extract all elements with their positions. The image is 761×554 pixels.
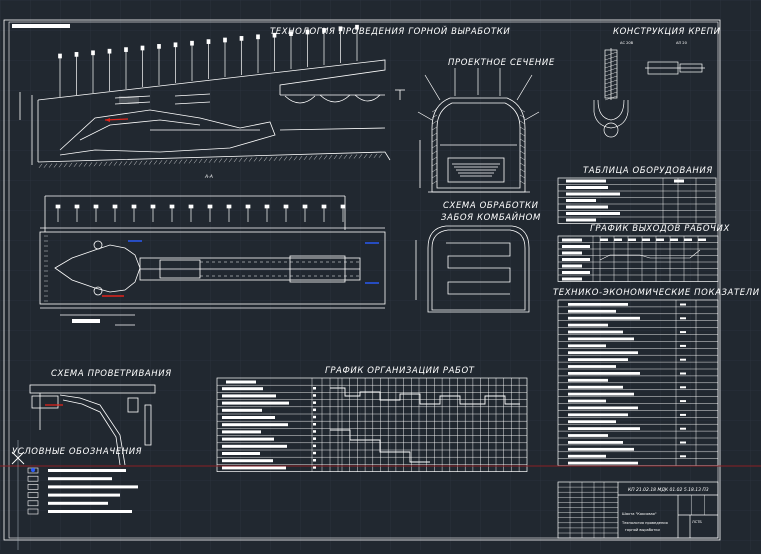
legend-title: УСЛОВНЫЕ ОБОЗНАЧЕНИЯ bbox=[12, 447, 142, 457]
sheet-corner-tag bbox=[12, 24, 70, 28]
face-title-1: СХЕМА ОБРАБОТКИ bbox=[443, 201, 539, 211]
vent-scheme-title: СХЕМА ПРОВЕТРИВАНИЯ bbox=[51, 369, 172, 379]
sheet-border-outer bbox=[3, 19, 721, 541]
section-label: А-А bbox=[204, 174, 213, 180]
design-section-bolts bbox=[417, 68, 540, 185]
workers-chart-table bbox=[557, 235, 719, 282]
main-title: ТЕХНОЛОГИЯ ПРОВЕДЕНИЯ ГОРНОЙ ВЫРАБОТКИ bbox=[270, 25, 510, 37]
stamp-code: КП 21.02.18 МДК 01.02 5.18.13 П3 bbox=[628, 487, 709, 493]
roof-bolt-row bbox=[58, 24, 359, 97]
longitudinal-section-hatching bbox=[38, 96, 383, 169]
plan-view-hatching bbox=[44, 235, 359, 302]
workers-chart-title: ГРАФИК ВЫХОДОВ РАБОЧИХ bbox=[590, 224, 730, 234]
schedule-title: ГРАФИК ОРГАНИЗАЦИИ РАБОТ bbox=[325, 366, 475, 376]
cursor-crosshair-icon bbox=[11, 451, 25, 465]
plan-view-dimension-bar bbox=[72, 319, 100, 323]
stamp-line-1: Шахта "Коксовая" bbox=[622, 512, 657, 516]
design-section-title: ПРОЕКТНОЕ СЕЧЕНИЕ bbox=[448, 58, 555, 68]
title-block bbox=[557, 481, 719, 539]
tep-title: ТЕХНИКО-ЭКОНОМИЧЕСКИЕ ПОКАЗАТЕЛИ bbox=[553, 288, 760, 298]
support-label-2: АП 20 bbox=[676, 41, 688, 45]
face-title-2: ЗАБОЯ КОМБАЙНОМ bbox=[441, 211, 541, 223]
plan-view bbox=[39, 195, 386, 326]
red-arrow-head bbox=[105, 118, 110, 122]
tep-table bbox=[557, 299, 719, 466]
legend-symbols bbox=[27, 467, 138, 515]
plan-view-dimension-ticks bbox=[55, 204, 346, 222]
stamp-sheet: ЛСТБ bbox=[692, 520, 702, 524]
title-block-rows bbox=[558, 482, 705, 538]
equipment-table bbox=[557, 177, 717, 224]
stamp-line-2: Технология проведения bbox=[621, 521, 668, 525]
face-treatment-scheme bbox=[415, 225, 530, 313]
support-title: КОНСТРУКЦИЯ КРЕПИ bbox=[613, 27, 721, 37]
longitudinal-section bbox=[19, 59, 405, 165]
ventilation-scheme bbox=[29, 384, 156, 466]
equipment-table-title: ТАБЛИЦА ОБОРУДОВАНИЯ bbox=[583, 166, 713, 176]
stamp-line-3: горной выработки bbox=[625, 528, 661, 532]
support-hatching bbox=[604, 51, 618, 101]
work-organisation-chart bbox=[216, 377, 528, 472]
support-label-1: АС 20В bbox=[620, 41, 634, 45]
design-section-lagging bbox=[452, 163, 500, 177]
